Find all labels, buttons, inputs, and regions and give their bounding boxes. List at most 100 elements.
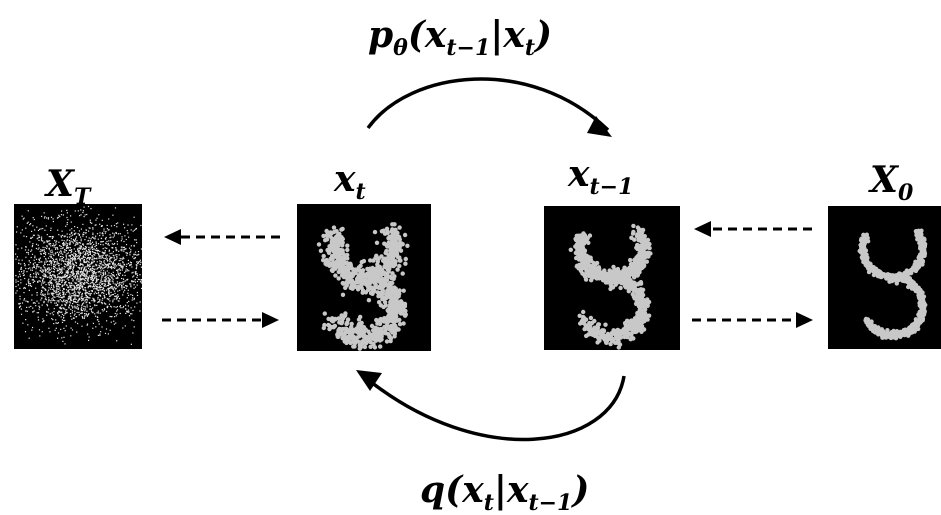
noise-dot	[64, 343, 66, 345]
particle-dot	[402, 232, 408, 238]
particle-dot	[894, 281, 899, 286]
noise-dot	[79, 263, 82, 265]
noise-dot	[64, 260, 67, 262]
noise-dot	[47, 282, 49, 284]
noise-dot	[125, 304, 127, 306]
noise-dot	[115, 250, 117, 252]
noise-dot	[20, 263, 22, 265]
noise-dot	[55, 241, 57, 243]
noise-dot	[60, 279, 62, 281]
noise-dot	[55, 290, 57, 292]
noise-dot	[71, 232, 73, 234]
noise-dot	[66, 209, 68, 211]
noise-dot	[41, 282, 43, 284]
noise-dot	[53, 271, 55, 273]
particle-dot	[395, 267, 400, 272]
noise-dot	[95, 268, 97, 270]
particle-dot	[327, 326, 332, 332]
noise-dot	[123, 291, 125, 293]
noise-dot	[109, 300, 111, 302]
noise-dot	[112, 263, 114, 265]
noise-dot	[112, 254, 114, 256]
noise-dot	[54, 300, 56, 302]
noise-dot	[81, 258, 84, 260]
noise-dot	[58, 267, 60, 270]
noise-dot	[93, 284, 95, 286]
noise-dot	[104, 250, 106, 252]
noise-dot	[66, 274, 68, 276]
noise-dot	[128, 236, 130, 238]
particle-dot	[645, 237, 651, 243]
noise-dot	[117, 283, 119, 285]
noise-dot	[127, 224, 129, 226]
noise-dot	[133, 216, 135, 218]
noise-dot	[95, 326, 97, 328]
noise-dot	[80, 285, 82, 287]
noise-dot	[92, 279, 95, 281]
noise-dot	[65, 289, 68, 291]
noise-dot	[57, 303, 59, 306]
noise-dot	[61, 281, 63, 283]
noise-dot	[105, 254, 107, 256]
noise-dot	[96, 278, 98, 280]
noise-dot	[71, 318, 73, 320]
particle-dot	[347, 274, 352, 280]
noise-dot	[22, 274, 25, 277]
noise-dot	[21, 229, 23, 231]
noise-dot	[96, 279, 98, 281]
noise-dot	[82, 285, 84, 287]
noise-dot	[56, 322, 58, 324]
noise-dot	[79, 245, 81, 247]
noise-dot	[106, 224, 108, 226]
particle-dot	[342, 313, 348, 318]
particle-dot	[359, 332, 365, 338]
noise-dot	[92, 227, 94, 229]
particle-dot	[383, 316, 389, 321]
noise-dot	[83, 248, 85, 250]
particle-dot	[631, 229, 636, 235]
noise-dot	[47, 271, 49, 273]
noise-dot	[74, 276, 76, 278]
noise-dot	[43, 301, 45, 303]
noise-dot	[100, 262, 103, 264]
noise-dot	[132, 281, 134, 283]
noise-dot	[115, 247, 117, 249]
noise-dot	[69, 254, 71, 256]
noise-dot	[82, 235, 84, 237]
noise-dot	[99, 234, 101, 237]
noise-dot	[104, 262, 106, 264]
noise-dot	[102, 287, 104, 289]
noise-dot	[131, 280, 133, 282]
noise-dot	[43, 217, 46, 219]
particle-dot	[323, 261, 328, 266]
particle-dot	[626, 331, 632, 336]
noise-dot	[15, 253, 17, 255]
particle-dot	[351, 344, 356, 349]
noise-dot	[87, 257, 89, 259]
noise-dot	[58, 241, 60, 243]
noise-dot	[55, 283, 58, 285]
noise-dot	[50, 267, 53, 269]
noise-dot	[119, 281, 121, 284]
noise-dot	[47, 218, 49, 220]
particle-dot	[587, 264, 592, 269]
noise-dot	[61, 267, 63, 269]
noise-dot	[45, 297, 47, 299]
noise-dot	[67, 269, 70, 271]
noise-dot	[67, 239, 69, 241]
noise-dot	[75, 258, 77, 260]
noise-dot	[91, 277, 94, 279]
noise-dot	[103, 287, 105, 290]
noise-dot	[100, 278, 102, 280]
noise-dot	[62, 297, 64, 299]
noise-dot	[98, 271, 100, 273]
noise-dot	[37, 319, 40, 321]
noise-dot	[90, 277, 93, 279]
noise-dot	[88, 230, 90, 232]
noise-dot	[72, 284, 74, 286]
noise-dot	[48, 242, 50, 244]
noise-dot	[90, 243, 92, 245]
noise-dot	[54, 244, 56, 246]
particle-dot	[387, 274, 393, 279]
noise-dot	[117, 262, 120, 265]
